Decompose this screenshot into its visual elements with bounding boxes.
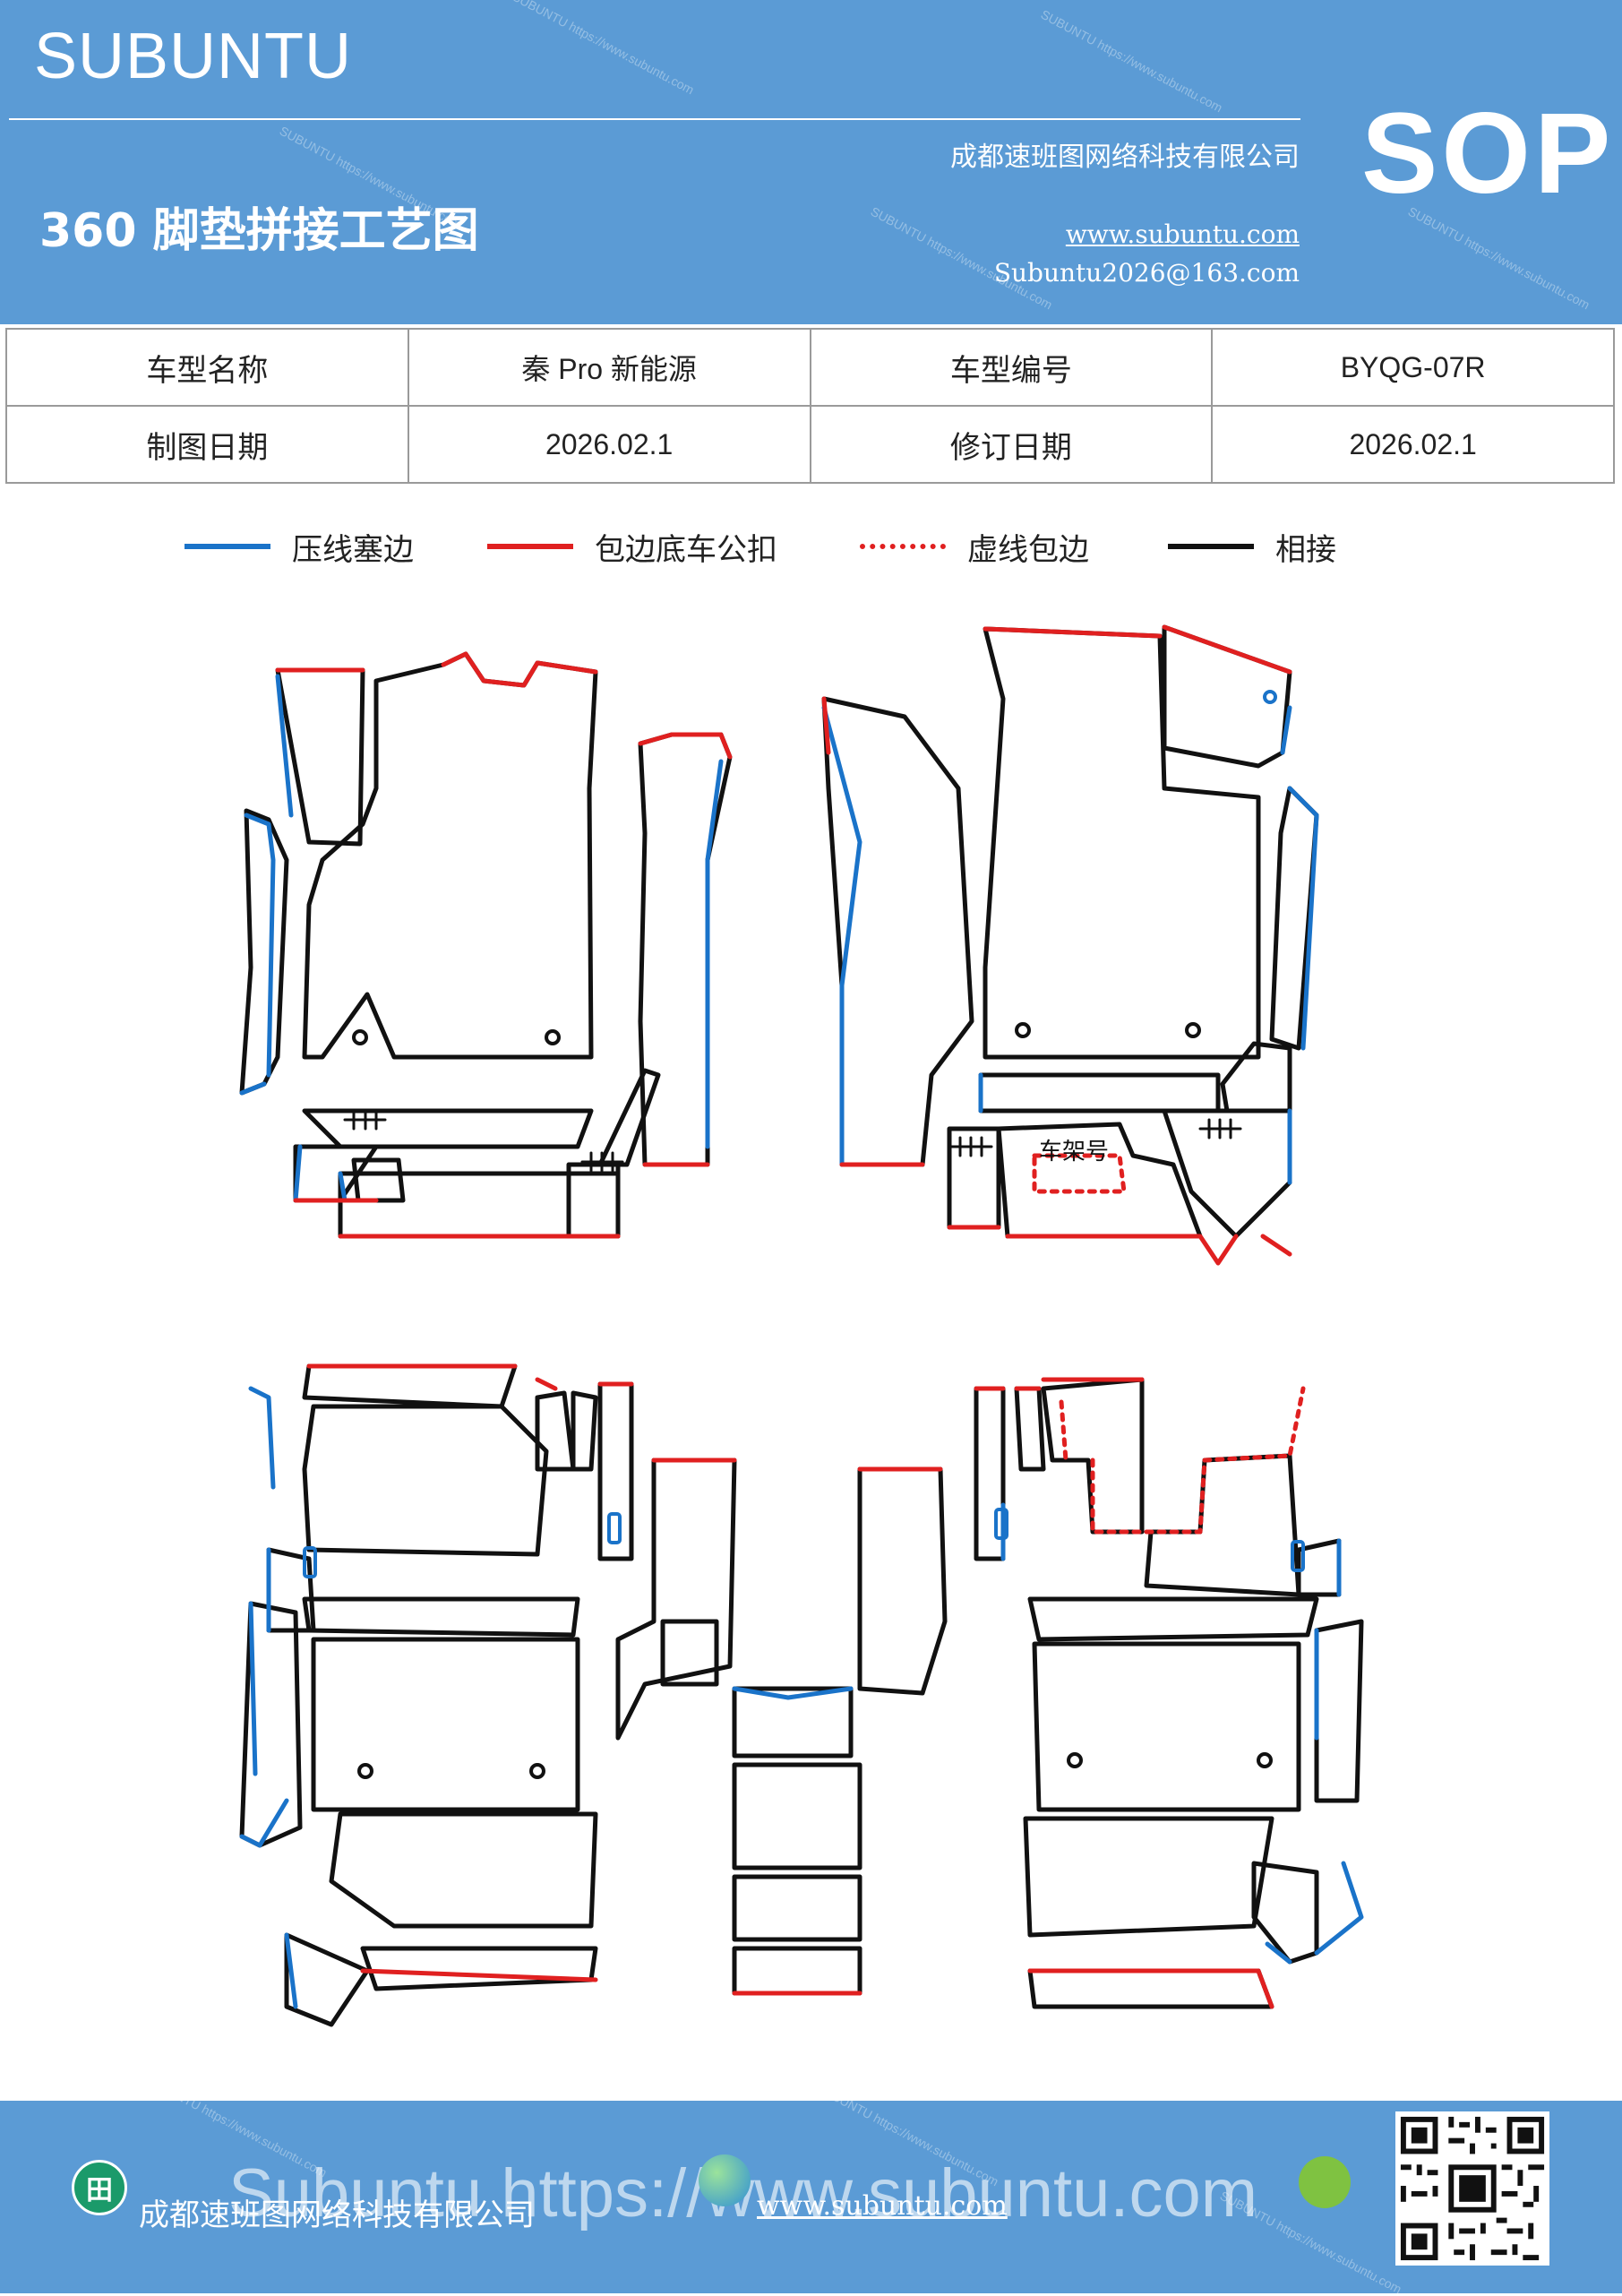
legend-label: 相接 (1275, 531, 1336, 568)
legend-swatch (1168, 544, 1254, 549)
sop-badge: SOP (1361, 90, 1615, 218)
table-cell: 车型名称 (5, 328, 409, 407)
table-cell: 修订日期 (809, 405, 1214, 484)
mat-front-right-main (983, 626, 1261, 1060)
legend-swatch (487, 544, 573, 549)
table-cell: 2026.02.1 (1211, 405, 1615, 484)
company-name: 成都速班图网络科技有限公司 (950, 142, 1300, 173)
website-link[interactable]: www.subuntu.com (1065, 219, 1300, 249)
company-logo-icon: 田 (72, 2160, 127, 2215)
vehicle-info-table: 车型名称 秦 Pro 新能源 车型编号 BYQG-07R 制图日期 2026.0… (5, 328, 1615, 484)
vin-label: 车架号 (1039, 1139, 1109, 1165)
header-banner: SUBUNTU https://www.subuntu.com SUBUNTU … (0, 0, 1622, 324)
mat-front-left-main (302, 651, 598, 1060)
wechat-icon (1299, 2156, 1351, 2208)
email-address: Subuntu2026@163.com (993, 258, 1300, 288)
header-divider (9, 118, 1300, 120)
mat-rear-right-main (1027, 1596, 1319, 1642)
legend-label: 包边底车公扣 (595, 531, 777, 568)
legend-item-press-line: 压线塞边 (185, 524, 414, 569)
legend-swatch (185, 544, 270, 549)
watermark: SUBUNTU https://www.subuntu.com (1405, 203, 1592, 313)
qr-code-icon (1395, 2111, 1549, 2266)
page-title: 360 脚垫拼接工艺图 (39, 204, 479, 258)
table-cell: BYQG-07R (1211, 328, 1615, 407)
table-row: 车型名称 秦 Pro 新能源 车型编号 BYQG-07R (5, 328, 1615, 407)
footer-website-link[interactable]: www.subuntu.com (757, 2190, 1008, 2222)
table-cell: 车型编号 (809, 328, 1214, 407)
legend-item-joined: 相接 (1168, 524, 1336, 569)
mat-rear-left-main (302, 1363, 518, 1409)
table-row: 制图日期 2026.02.1 修订日期 2026.02.1 (5, 405, 1615, 484)
footer-banner: SUBUNTU https://www.subuntu.com SUBUNTU … (0, 2072, 1622, 2296)
floor-mat-diagram: 车架号 (239, 624, 1364, 2027)
center-tunnel-top (732, 1686, 854, 1759)
watermark: SUBUNTU https://www.subuntu.com (510, 0, 697, 98)
brand-name: SUBUNTU (34, 21, 353, 92)
table-cell: 2026.02.1 (407, 405, 811, 484)
legend-label: 虚线包边 (967, 531, 1089, 568)
table-cell: 秦 Pro 新能源 (407, 328, 811, 407)
legend-swatch (860, 544, 946, 549)
globe-icon (699, 2154, 751, 2206)
legend-item-dashed-wrap: 虚线包边 (860, 524, 1089, 569)
legend-item-wrap-edge: 包边底车公扣 (487, 524, 777, 569)
legend-label: 压线塞边 (292, 531, 414, 568)
footer-company-name: 成都速班图网络科技有限公司 (139, 2197, 535, 2233)
watermark: SUBUNTU https://www.subuntu.com (1038, 6, 1225, 116)
table-cell: 制图日期 (5, 405, 409, 484)
